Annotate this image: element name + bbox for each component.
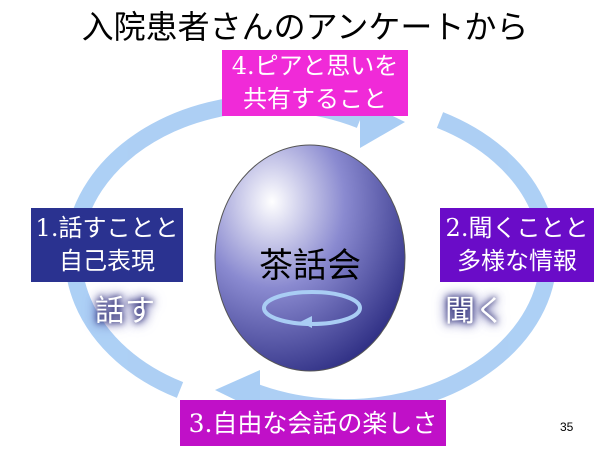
page-number: 35	[560, 420, 574, 434]
slide-title: 入院患者さんのアンケートから	[81, 8, 529, 46]
item4-line2: 共有すること	[243, 85, 387, 113]
item1-line1: 1.話すことと	[35, 214, 179, 242]
item2-box: 2.聞くことと 多様な情報	[440, 208, 594, 282]
item1-box: 1.話すことと 自己表現	[31, 208, 183, 282]
speak-label: 話す	[95, 294, 155, 329]
center-label: 茶話会	[259, 246, 361, 286]
item4-line1: 4.ピアと思いを	[231, 52, 399, 80]
listen-label: 聞く	[445, 294, 505, 329]
item3-line1: 3.自由な会話の楽しさ	[188, 408, 438, 438]
item4-box: 4.ピアと思いを 共有すること	[222, 50, 408, 116]
item3-box: 3.自由な会話の楽しさ	[180, 400, 446, 446]
item1-line2: 自己表現	[59, 247, 155, 275]
item2-line2: 多様な情報	[457, 247, 577, 275]
item2-line1: 2.聞くことと	[445, 214, 589, 242]
